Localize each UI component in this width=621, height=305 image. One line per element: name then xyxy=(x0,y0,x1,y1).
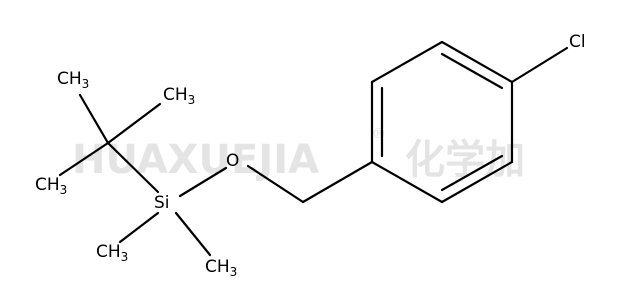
tbu-methyl-bond-right xyxy=(106,102,162,145)
ring-bond xyxy=(440,160,514,204)
ring-bond xyxy=(440,40,514,84)
methyl-group-bottom-left: CH3 xyxy=(96,242,128,264)
si-quaternary-carbon-bond xyxy=(106,141,160,194)
c-cl-bond xyxy=(510,46,569,84)
ring-bond xyxy=(370,40,444,84)
tbu-methyl-bond-left xyxy=(58,141,110,177)
watermark-cjk: 化学加 xyxy=(405,137,525,183)
methyl-group-upper-right: CH3 xyxy=(163,85,195,107)
silicon-atom: Si xyxy=(154,193,170,213)
tbu-methyl-bond-top xyxy=(78,93,110,145)
o-si-bond xyxy=(178,166,228,198)
chlorine-atom: Cl xyxy=(569,32,586,52)
methyl-group-left: CH3 xyxy=(35,175,67,197)
ring-double-bond xyxy=(440,154,504,192)
watermark-registered-mark: ® xyxy=(372,126,386,142)
ring-ch2-bond xyxy=(301,160,374,204)
ring-double-bond xyxy=(440,52,504,90)
oxygen-atom: O xyxy=(226,151,239,171)
methyl-group-bottom-right: CH3 xyxy=(205,257,237,279)
si-methyl-bond-right xyxy=(174,211,212,257)
methyl-group-top: CH3 xyxy=(57,69,89,91)
ch2-o-bond xyxy=(246,164,305,204)
watermark-latin: HUAXUEJIA xyxy=(72,137,319,183)
ring-bond xyxy=(370,160,444,204)
si-methyl-bond-left xyxy=(118,211,160,244)
